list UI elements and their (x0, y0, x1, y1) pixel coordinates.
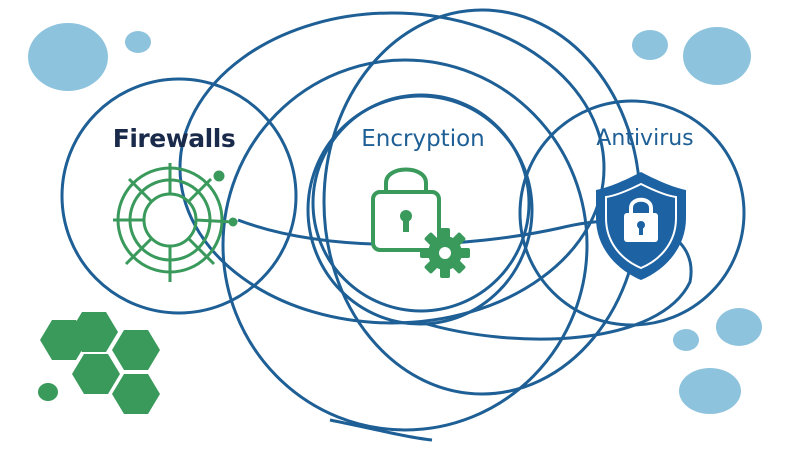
firewall-spoke (127, 177, 153, 203)
hexagon-cluster (38, 312, 160, 414)
shield-lock-icon (596, 172, 686, 280)
label-firewalls: Firewalls (112, 124, 236, 153)
firewall-ring-inner (142, 192, 198, 248)
bubble-small-top-right (632, 30, 668, 60)
bubble-top-left (28, 23, 108, 91)
bubble-top-right (683, 27, 751, 85)
label-antivirus: Antivirus (596, 126, 694, 151)
bubble-mid-right (716, 308, 762, 346)
firewall-target-icon (113, 163, 238, 282)
label-encryption: Encryption (361, 126, 485, 152)
hexagon (112, 374, 160, 414)
hexagon (70, 312, 118, 352)
decorative-bubbles (28, 23, 762, 414)
hexagon-dot (38, 383, 58, 401)
hexagon (112, 330, 160, 370)
bubble-small-top-left (125, 31, 151, 53)
keyhole-slot (403, 218, 409, 232)
firewall-knob (213, 170, 225, 182)
shield-lock-shackle (629, 197, 653, 214)
firewall-spoke (187, 237, 216, 266)
firewall-spoke (195, 218, 234, 224)
ring-antivirus (518, 99, 746, 327)
firewall-knob (228, 217, 238, 227)
firewall-spoke (187, 177, 213, 203)
gear-icon (420, 228, 470, 278)
padlock-shackle (384, 167, 428, 190)
hexagon (72, 354, 120, 394)
firewall-spoke (124, 237, 153, 266)
ring-tail (329, 418, 433, 442)
bubble-small-mid-right (673, 329, 699, 351)
shield-inner-outline (605, 182, 677, 270)
ring-large-bottom (221, 58, 589, 432)
shield-lock-slot (639, 226, 643, 235)
ring-encryption (311, 93, 531, 313)
padlock-gear-icon (371, 167, 470, 278)
bubble-bottom-right (679, 368, 741, 414)
ring-firewalls (60, 77, 298, 315)
